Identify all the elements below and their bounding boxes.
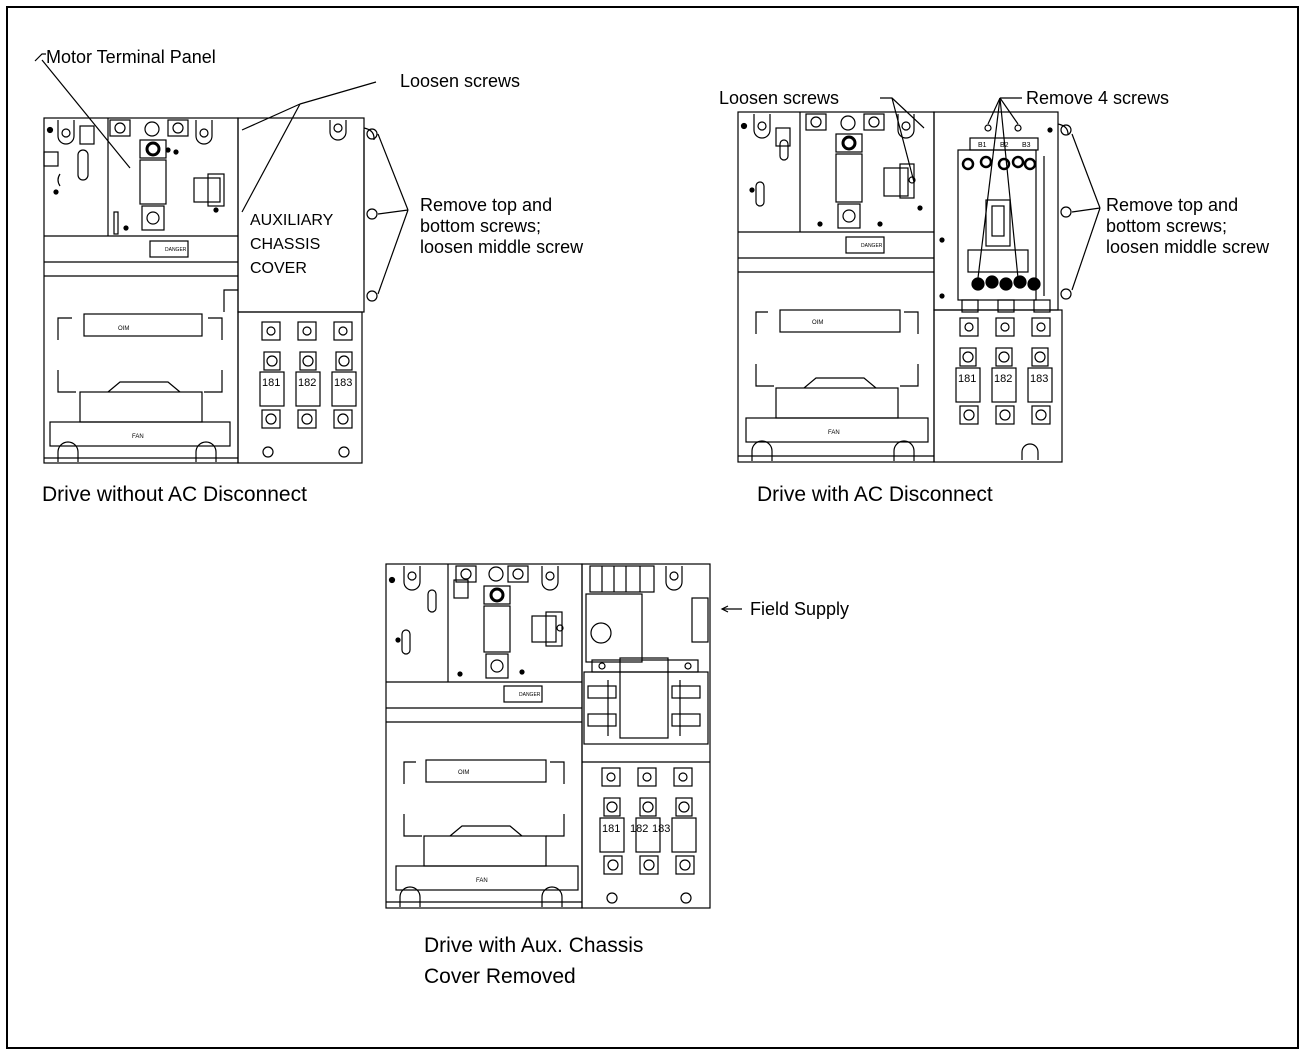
drive-with-ac-drawing: DANGER OIM FAN B1 B2 B3 [737, 97, 1101, 463]
aux-cover-line1: AUXILIARY [250, 212, 334, 229]
callout-loosen-screws-2: Loosen screws [719, 88, 840, 108]
terminal-183-c: 183 [652, 823, 670, 835]
oim-label-2: OIM [812, 320, 823, 326]
callout-field-supply: Field Supply [750, 599, 850, 619]
caption-drive-without-ac: Drive without AC Disconnect [42, 483, 307, 506]
callout-remove-top-bottom-2: Remove top and bottom screws; loosen mid… [1106, 195, 1270, 257]
aux-cover-line3: COVER [250, 260, 307, 277]
callout-remove-top-bottom-1: Remove top and bottom screws; loosen mid… [420, 195, 584, 257]
callout-motor-terminal-panel: Motor Terminal Panel [46, 47, 216, 67]
terminal-183-b: 183 [1030, 373, 1048, 385]
fan-label-3: FAN [476, 878, 488, 884]
drive-without-ac-drawing: DANGER OIM FAN AUXILIARY CHASSIS COVER 1… [34, 53, 409, 464]
fan-label-1: FAN [132, 434, 144, 440]
terminal-181-c: 181 [602, 823, 620, 835]
aux-cover-line2: CHASSIS [250, 236, 320, 253]
disconnect-b3: B3 [1022, 142, 1031, 149]
terminal-182-c: 182 [630, 823, 648, 835]
terminal-181-b: 181 [958, 373, 976, 385]
fan-label-2: FAN [828, 430, 840, 436]
caption-drive-aux-removed: Drive with Aux. Chassis Cover Removed [424, 934, 644, 988]
terminal-182-a: 182 [298, 377, 316, 389]
disconnect-b1: B1 [978, 142, 987, 149]
callout-loosen-screws-1: Loosen screws [400, 71, 521, 91]
terminal-182-b: 182 [994, 373, 1012, 385]
danger-label-1: DANGER [165, 247, 187, 253]
caption-drive-with-ac: Drive with AC Disconnect [757, 483, 993, 506]
danger-label-3: DANGER [519, 692, 541, 698]
figure-frame [6, 6, 1299, 1049]
terminal-183-a: 183 [334, 377, 352, 389]
danger-label-2: DANGER [861, 243, 883, 249]
drive-aux-removed-drawing: DANGER OIM FAN 181 [385, 563, 742, 909]
oim-label-3: OIM [458, 770, 469, 776]
terminal-181-a: 181 [262, 377, 280, 389]
callout-remove-4-screws: Remove 4 screws [1026, 88, 1170, 108]
oim-label-1: OIM [118, 326, 129, 332]
